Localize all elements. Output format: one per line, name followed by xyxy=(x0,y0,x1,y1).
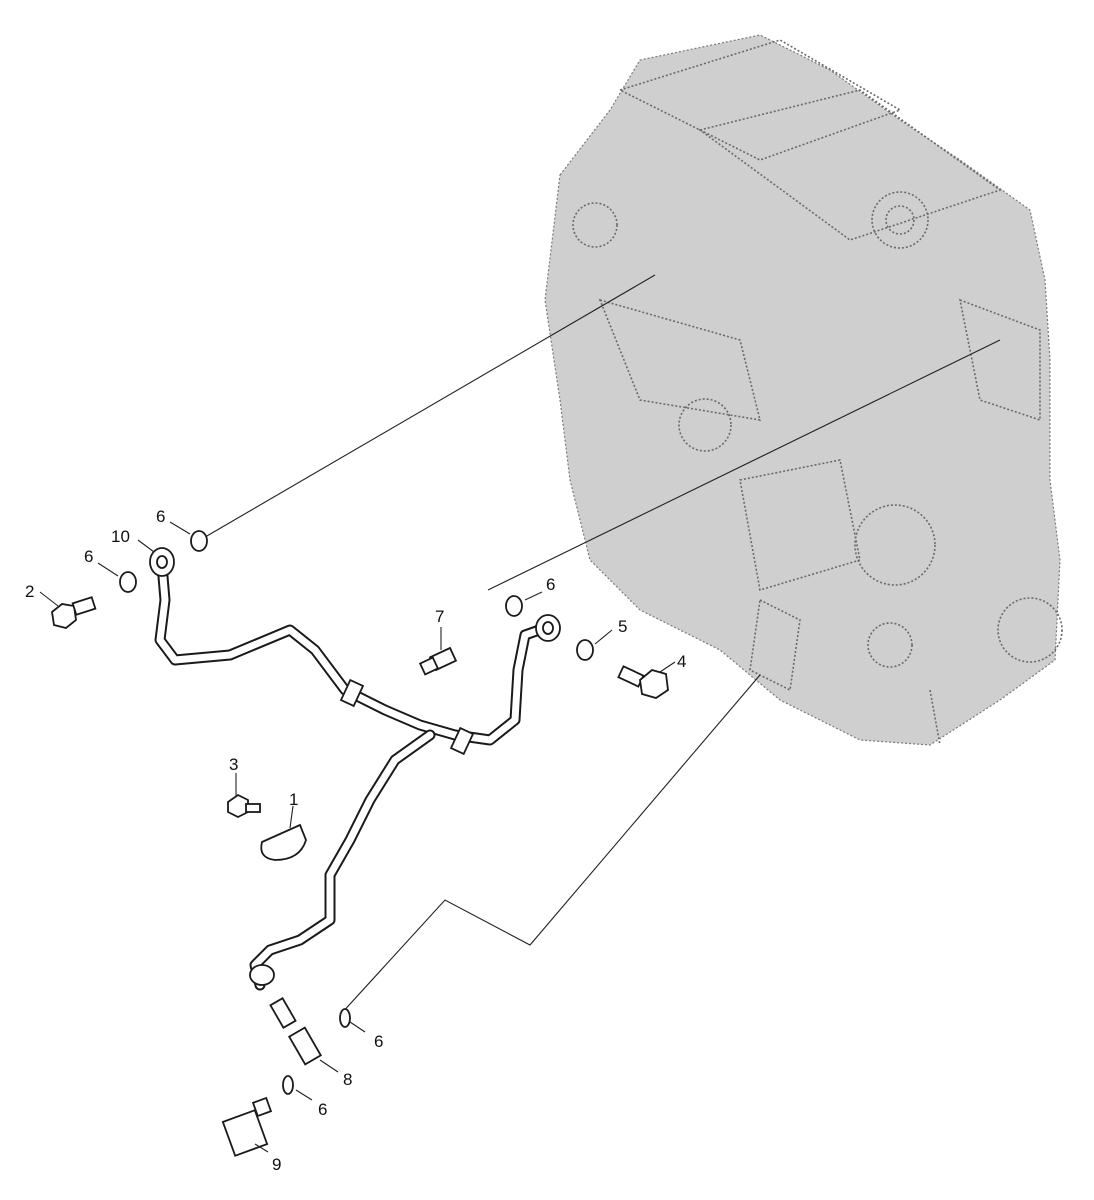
callout-3: 3 xyxy=(229,755,238,774)
bolt-3 xyxy=(227,793,261,819)
callout-6-a: 6 xyxy=(84,547,93,566)
washer-6-a xyxy=(119,571,137,593)
callout-1: 1 xyxy=(289,790,298,809)
washer-6-c xyxy=(505,595,523,617)
reference-lines xyxy=(199,274,1001,1016)
fitting-7 xyxy=(418,646,458,676)
parts xyxy=(51,530,669,1157)
pipe-assembly xyxy=(149,547,561,991)
clamp-1 xyxy=(260,823,307,861)
bolt-2 xyxy=(51,596,97,629)
callout-leaders xyxy=(39,521,676,1153)
washer-5 xyxy=(576,639,594,661)
callout-5: 5 xyxy=(618,617,627,636)
lower-pipe-end xyxy=(249,964,275,986)
callout-6-c: 6 xyxy=(546,575,555,594)
washer-6-e xyxy=(282,1075,294,1095)
bolt-4 xyxy=(617,665,669,699)
callout-6-b: 6 xyxy=(156,507,165,526)
connector-9 xyxy=(221,1096,273,1157)
callout-10: 10 xyxy=(111,527,130,546)
washer-6-d xyxy=(339,1008,351,1028)
sensor-8 xyxy=(269,997,323,1066)
pipe-bracket-b xyxy=(449,726,475,756)
callout-6-d: 6 xyxy=(374,1032,383,1051)
callout-7: 7 xyxy=(435,607,444,626)
callout-labels: 1 2 3 4 5 6 6 6 6 6 7 8 9 10 xyxy=(25,507,686,1174)
callout-6-e: 6 xyxy=(318,1100,327,1119)
callout-4: 4 xyxy=(677,652,686,671)
callout-2: 2 xyxy=(25,582,34,601)
pipe-bracket-a xyxy=(339,678,365,708)
washer-6-b xyxy=(190,530,208,552)
callout-8: 8 xyxy=(343,1070,352,1089)
callout-9: 9 xyxy=(272,1155,281,1174)
engine-block xyxy=(544,34,1063,746)
